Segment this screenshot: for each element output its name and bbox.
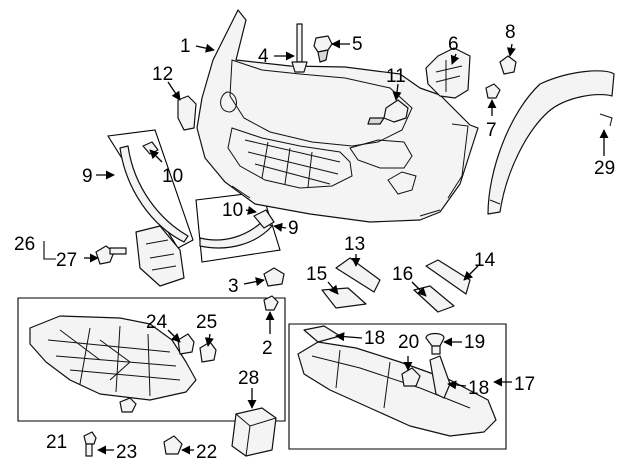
callout-7: 7: [486, 120, 497, 141]
callout-19: 19: [464, 332, 485, 353]
nut-clip-22-part: [163, 435, 183, 455]
callout-15: 15: [306, 264, 327, 285]
bracket-26: [43, 241, 56, 260]
callout-23: 23: [116, 442, 137, 463]
energy-absorber-part: [297, 341, 497, 437]
reinforcement-bracket-part: [177, 95, 197, 131]
clip-part: [313, 35, 333, 63]
callout-13: 13: [344, 234, 365, 255]
retainer-part: [367, 99, 409, 125]
callout-27: 27: [56, 250, 77, 271]
callout-1: 1: [180, 36, 191, 57]
callout-29: 29: [594, 158, 615, 179]
bolt-27-part: [95, 245, 127, 265]
callout-10-left: 10: [162, 166, 183, 187]
callout-9-left: 9: [82, 166, 93, 187]
push-clip-19-part: [425, 332, 445, 355]
group-frame-21: [17, 297, 286, 422]
under-cover-part: [29, 315, 197, 401]
callout-3: 3: [228, 276, 239, 297]
callout-22: 22: [196, 442, 217, 463]
bracket-15-part: [321, 287, 367, 309]
callout-14: 14: [474, 250, 496, 271]
sensor-module-part: [231, 407, 277, 457]
under-cover-bolt-part: [119, 397, 137, 413]
callout-28: 28: [238, 368, 259, 389]
callout-11: 11: [386, 66, 406, 87]
callout-25: 25: [196, 312, 217, 333]
clip-24-part: [177, 333, 195, 355]
screw-23-part: [83, 431, 97, 457]
callout-6: 6: [448, 34, 459, 55]
push-pin-part: [291, 23, 308, 73]
callout-18-upper: 18: [364, 328, 385, 349]
trim-clip-left-part: [142, 141, 159, 155]
bolt-2-part: [263, 295, 279, 311]
callout-20: 20: [398, 332, 419, 353]
absorber-bracket-upper-part: [303, 325, 341, 343]
trim-strip-left-part: [119, 145, 189, 243]
mounting-bracket-part: [135, 225, 185, 287]
callout-24: 24: [146, 312, 168, 333]
group-frame-17: [288, 323, 507, 450]
callout-9-right: 9: [288, 218, 299, 239]
trim-strip-right-part: [199, 209, 275, 249]
leader-arrows: [84, 39, 609, 455]
callout-8: 8: [505, 22, 516, 43]
bolt-8-part: [499, 55, 517, 75]
callout-12: 12: [152, 64, 173, 85]
wheel-molding-part: [487, 70, 615, 215]
callout-16: 16: [392, 264, 413, 285]
callout-5: 5: [352, 34, 363, 55]
garnish-13-part: [335, 257, 381, 293]
callout-10-right: 10: [222, 200, 243, 221]
bumper-cover-part: [196, 9, 479, 223]
callout-17: 17: [514, 374, 535, 395]
callout-18-lower: 18: [468, 378, 489, 399]
bolt-7-part: [485, 83, 501, 99]
side-bracket-part: [425, 47, 471, 99]
absorber-bracket-lower-part: [429, 355, 451, 399]
callout-26: 26: [14, 234, 35, 255]
nut-3-part: [263, 267, 285, 287]
callout-2: 2: [262, 338, 273, 359]
callout-21: 21: [46, 432, 67, 453]
callout-4: 4: [258, 46, 269, 67]
